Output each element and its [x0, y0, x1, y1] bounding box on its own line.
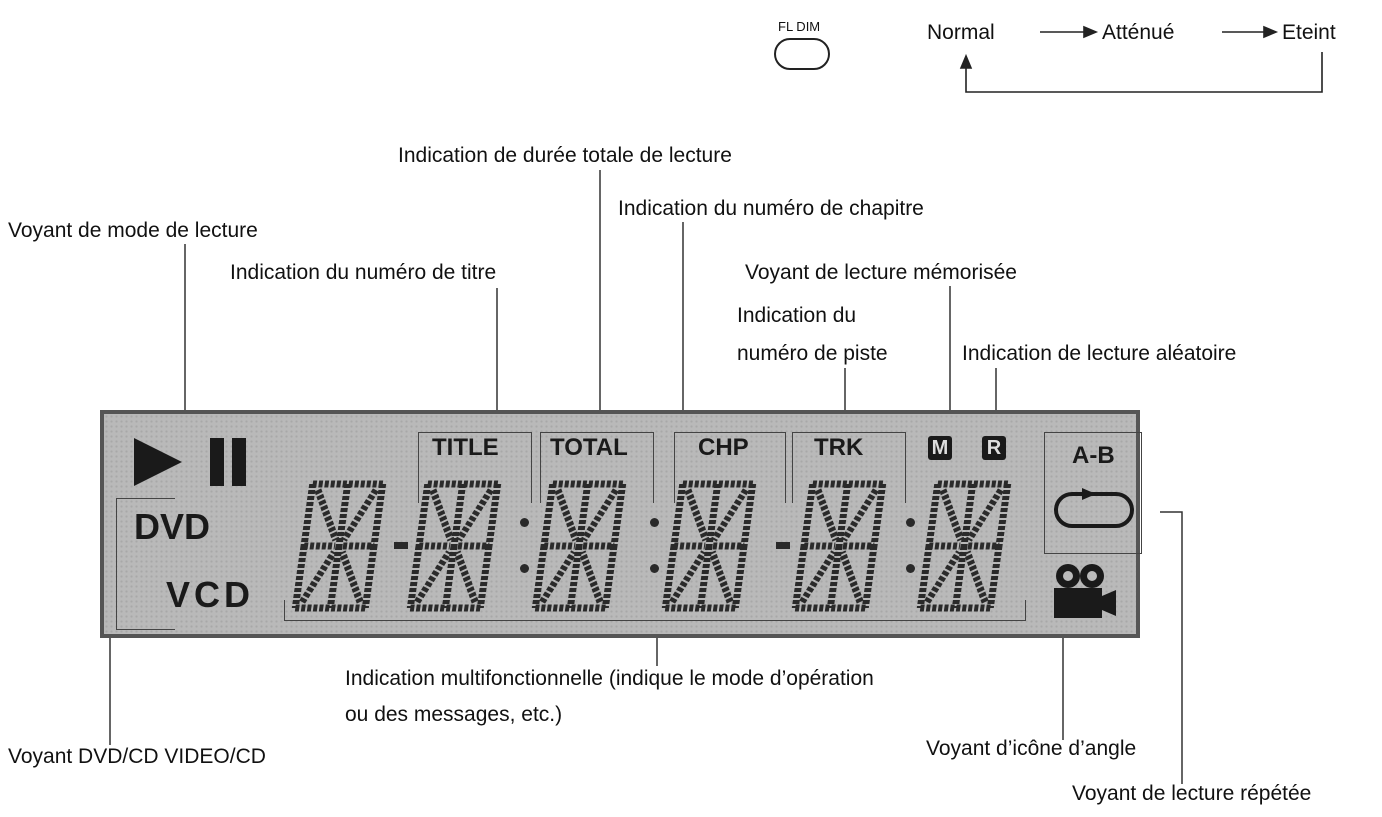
- title-indicator: TITLE: [432, 434, 499, 461]
- play-pause-icon: [134, 438, 246, 486]
- callout-lecture-aleatoire: Indication de lecture aléatoire: [962, 342, 1237, 365]
- fl-dim-label: FL DIM: [778, 19, 821, 34]
- callout-numero-chapitre: Indication du numéro de chapitre: [618, 197, 924, 220]
- fl-dim-button[interactable]: [774, 38, 830, 70]
- title-bracket: [418, 432, 532, 503]
- lcd-colon-separator: [906, 518, 915, 527]
- lcd-digit: [291, 480, 387, 612]
- random-indicator: R: [982, 436, 1006, 460]
- cycle-attenue: Atténué: [1102, 21, 1175, 44]
- dvd-indicator: DVD: [134, 506, 211, 547]
- memory-indicator: M: [928, 436, 952, 460]
- callout-numero-piste-l1: Indication du: [737, 304, 857, 327]
- lcd-digit: [661, 480, 757, 612]
- chp-bracket: [674, 432, 786, 503]
- total-indicator: TOTAL: [550, 434, 628, 461]
- callout-icone-angle: Voyant d’icône d’angle: [926, 737, 1137, 760]
- chp-indicator: CHP: [698, 434, 749, 461]
- lcd-colon-separator: [520, 518, 529, 527]
- trk-bracket: [792, 432, 906, 503]
- callout-numero-piste-l2: numéro de piste: [737, 342, 888, 365]
- callout-lecture-memorisee: Voyant de lecture mémorisée: [745, 261, 1017, 284]
- lcd-digit: [791, 480, 887, 612]
- lcd-digit: [531, 480, 627, 612]
- callout-dvd-cd: Voyant DVD/CD VIDEO/CD: [8, 745, 266, 768]
- lcd-dash-separator: [776, 542, 790, 549]
- callout-duree-totale: Indication de durée totale de lecture: [398, 144, 732, 167]
- trk-indicator: TRK: [814, 434, 864, 461]
- lcd-colon-separator: [906, 564, 915, 573]
- callout-multifonction-l1: Indication multifonctionnelle (indique l…: [345, 667, 874, 690]
- lcd-dash-separator: [394, 542, 408, 549]
- lcd-digit: [916, 480, 1012, 612]
- lcd-colon-separator: [650, 564, 659, 573]
- ab-repeat-indicator: A-B: [1072, 442, 1115, 469]
- vcd-indicator: VCD: [166, 574, 255, 615]
- cycle-eteint: Eteint: [1282, 21, 1336, 44]
- callout-numero-titre: Indication du numéro de titre: [230, 261, 497, 284]
- callout-mode-lecture: Voyant de mode de lecture: [8, 219, 258, 242]
- lcd-display-panel: DVD VCD TITLE TOTAL CHP TRK M R A-B: [100, 410, 1142, 638]
- lcd-colon-separator: [650, 518, 659, 527]
- callout-lecture-repetee: Voyant de lecture répétée: [1072, 782, 1312, 805]
- lcd-digit: [406, 480, 502, 612]
- lcd-colon-separator: [520, 564, 529, 573]
- total-bracket: [540, 432, 654, 503]
- callout-multifonction-l2: ou des messages, etc.): [345, 703, 563, 726]
- cycle-arrows: [959, 25, 1323, 93]
- multifunction-bracket: [284, 600, 1026, 621]
- ab-bracket: [1044, 432, 1142, 554]
- repeat-icon: [1054, 488, 1134, 528]
- dvd-vcd-bracket: [116, 498, 175, 630]
- angle-camera-icon: [1054, 564, 1116, 618]
- cycle-normal: Normal: [927, 21, 995, 44]
